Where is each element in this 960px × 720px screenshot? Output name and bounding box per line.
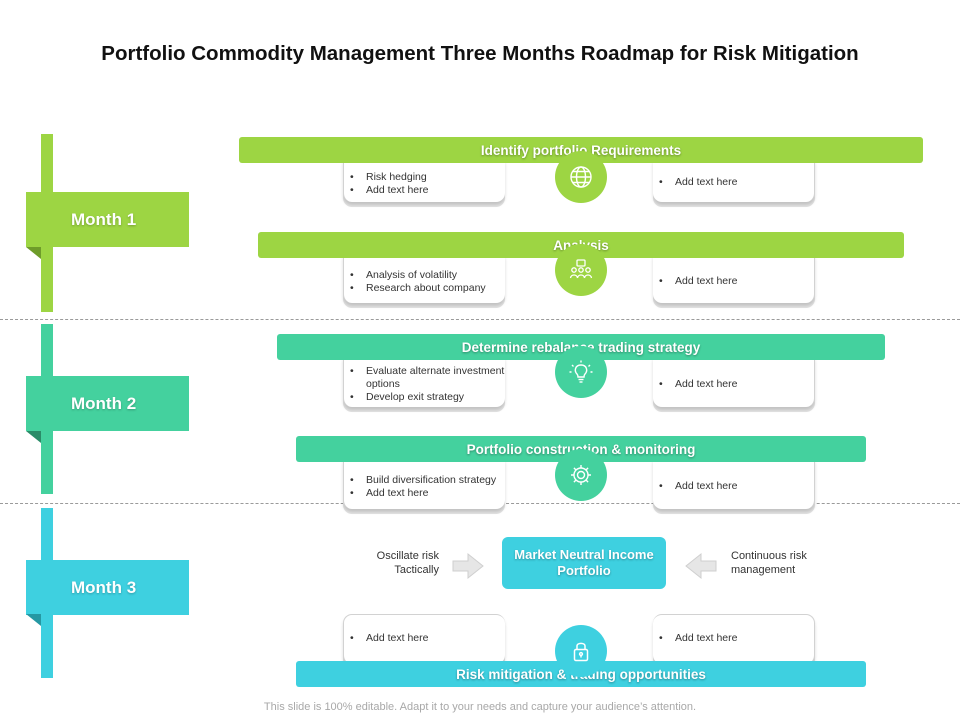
month3-fold xyxy=(26,614,41,626)
list-item: Add text here xyxy=(344,487,505,500)
team-icon xyxy=(555,244,607,296)
list-item: Add text here xyxy=(653,275,814,288)
lightbulb-icon xyxy=(555,346,607,398)
list-item: Add text here xyxy=(653,480,814,493)
center-box-label: Market Neutral Income Portfolio xyxy=(514,547,654,578)
list-item: Add text here xyxy=(653,176,814,189)
page-title: Portfolio Commodity Management Three Mon… xyxy=(101,42,859,65)
identify-requirements-banner: Identify portfolio Requirements xyxy=(239,137,923,163)
lock-icon xyxy=(555,625,607,677)
arrow-right-icon xyxy=(452,552,484,580)
rebalance-left-card: Evaluate alternate investment options De… xyxy=(343,357,505,407)
month2-fold xyxy=(26,431,41,443)
gear-icon xyxy=(555,449,607,501)
month3-label: Month 3 xyxy=(71,577,137,597)
analysis-left-card: Analysis of volatility Research about co… xyxy=(343,255,505,303)
risk-mitigation-left-card: Add text here xyxy=(343,614,505,664)
month3-tab: Month 3 xyxy=(26,560,189,615)
month2-tab: Month 2 xyxy=(26,376,189,431)
analysis-right-card: Add text here xyxy=(653,255,815,303)
list-item: Add text here xyxy=(653,632,814,645)
month1-tab: Month 1 xyxy=(26,192,189,247)
list-item: Analysis of volatility xyxy=(344,269,505,282)
list-item: Develop exit strategy xyxy=(344,391,505,404)
list-item: Evaluate alternate investment options xyxy=(344,365,505,391)
list-item: Build diversification strategy xyxy=(344,474,505,487)
month1-label: Month 1 xyxy=(71,209,137,229)
list-item: Add text here xyxy=(653,378,814,391)
banner-title: Identify portfolio Requirements xyxy=(480,142,682,158)
footer-note: This slide is 100% editable. Adapt it to… xyxy=(263,701,697,713)
requirements-left-card: Risk hedging Add text here xyxy=(343,160,505,202)
globe-icon xyxy=(555,151,607,203)
month1-fold xyxy=(26,247,41,259)
list-item: Research about company xyxy=(344,282,505,295)
list-item: Risk hedging xyxy=(344,171,505,184)
month-divider xyxy=(0,319,960,320)
requirements-right-card: Add text here xyxy=(653,160,815,202)
rebalance-right-card: Add text here xyxy=(653,357,815,407)
oscillate-risk-text: Oscillate risk Tactically xyxy=(376,550,439,576)
continuous-risk-text: Continuous risk management xyxy=(731,550,807,576)
list-item: Add text here xyxy=(344,632,505,645)
construction-left-card: Build diversification strategy Add text … xyxy=(343,459,505,509)
market-neutral-box: Market Neutral Income Portfolio xyxy=(502,537,666,589)
risk-mitigation-right-card: Add text here xyxy=(653,614,815,664)
construction-right-card: Add text here xyxy=(653,459,815,509)
list-item: Add text here xyxy=(344,184,505,197)
month2-label: Month 2 xyxy=(71,393,137,413)
arrow-left-icon xyxy=(685,552,717,580)
